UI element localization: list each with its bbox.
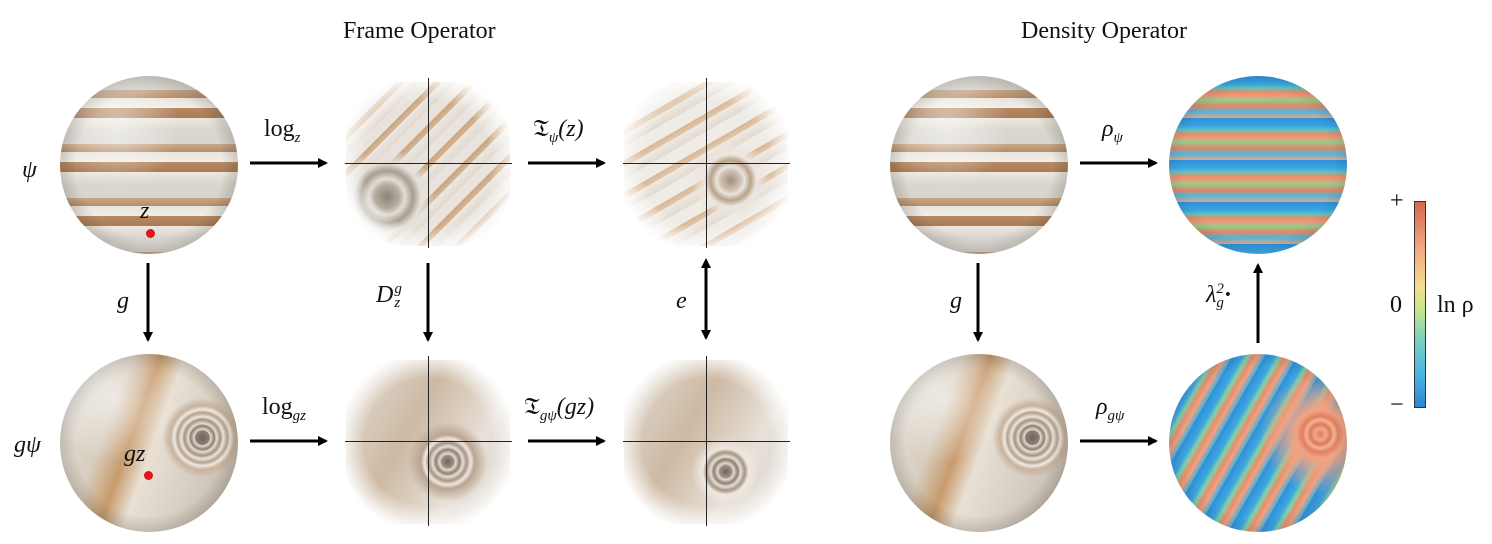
label-log-z: logz: [264, 116, 301, 146]
row-label-psi: ψ: [22, 157, 37, 183]
crosshair-v-log-top: [428, 78, 429, 248]
label-g-density: g: [950, 288, 962, 314]
density-operator-title: Density Operator: [1021, 18, 1187, 44]
colorbar-minus: −: [1390, 392, 1404, 418]
crosshair-v-frame-top: [706, 78, 707, 248]
row-label-g-psi: gψ: [14, 432, 41, 458]
crosshair-v-log-bottom: [428, 356, 429, 526]
jupiter-sphere-psi: [60, 76, 238, 254]
density-input-sphere-psi: [890, 76, 1068, 254]
label-frame-psi-z: 𝔗ψ(z): [533, 116, 584, 146]
point-z-marker: [146, 229, 155, 238]
density-input-sphere-g-psi: [890, 354, 1068, 532]
point-gz-marker: [144, 471, 153, 480]
point-label-gz: gz: [124, 441, 146, 467]
colorbar: [1414, 201, 1426, 408]
frame-operator-title: Frame Operator: [343, 18, 496, 44]
point-label-z: z: [140, 198, 150, 224]
jupiter-sphere-g-psi: [60, 354, 238, 532]
colorbar-plus: +: [1390, 188, 1404, 214]
label-e: e: [676, 288, 687, 314]
density-heatmap-sphere-psi: [1169, 76, 1347, 254]
label-rho-psi: ρψ: [1102, 116, 1123, 146]
label-g-left: g: [117, 288, 129, 314]
crosshair-v-frame-bottom: [706, 356, 707, 526]
label-rho-g-psi: ρgψ: [1096, 394, 1125, 424]
label-frame-g-psi-gz: 𝔗gψ(gz): [524, 394, 595, 424]
colorbar-zero: 0: [1390, 292, 1402, 318]
label-log-gz: loggz: [262, 394, 307, 424]
density-heatmap-sphere-g-psi: [1169, 354, 1347, 532]
colorbar-label-ln-rho: ln ρ: [1437, 292, 1474, 318]
